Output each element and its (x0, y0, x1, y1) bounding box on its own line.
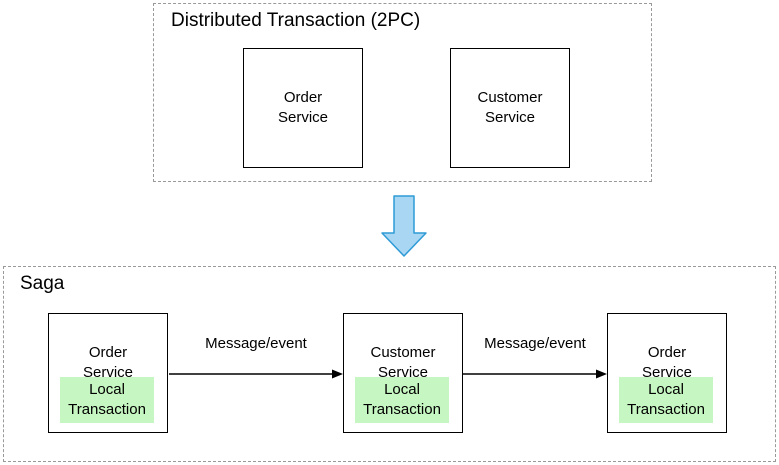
saga-title: Saga (20, 273, 65, 294)
service-name: Customer Service (370, 344, 436, 381)
service-name: Order Service (641, 344, 693, 381)
local-transaction-box: Local Transaction (60, 377, 154, 423)
twopc-order-service-box: Order Service (243, 48, 363, 168)
service-name: Order Service (82, 344, 134, 381)
local-transaction-box: Local Transaction (355, 377, 449, 423)
down-arrow-icon (381, 195, 427, 257)
twopc-customer-service-box: Customer Service (450, 48, 570, 168)
two-phase-commit-title: Distributed Transaction (2PC) (171, 10, 421, 31)
message-event-label: Message/event (205, 335, 307, 352)
local-transaction-box: Local Transaction (619, 377, 713, 423)
saga-customer-service-box: Customer Service Local Transaction (343, 313, 463, 433)
service-name: Order Service (277, 89, 329, 126)
message-arrow (463, 369, 607, 379)
service-name: Customer Service (477, 89, 543, 126)
saga-order-service-box: Order Service Local Transaction (48, 313, 168, 433)
message-arrow (169, 369, 343, 379)
saga-order-service-box-2: Order Service Local Transaction (607, 313, 727, 433)
message-event-label: Message/event (484, 335, 586, 352)
